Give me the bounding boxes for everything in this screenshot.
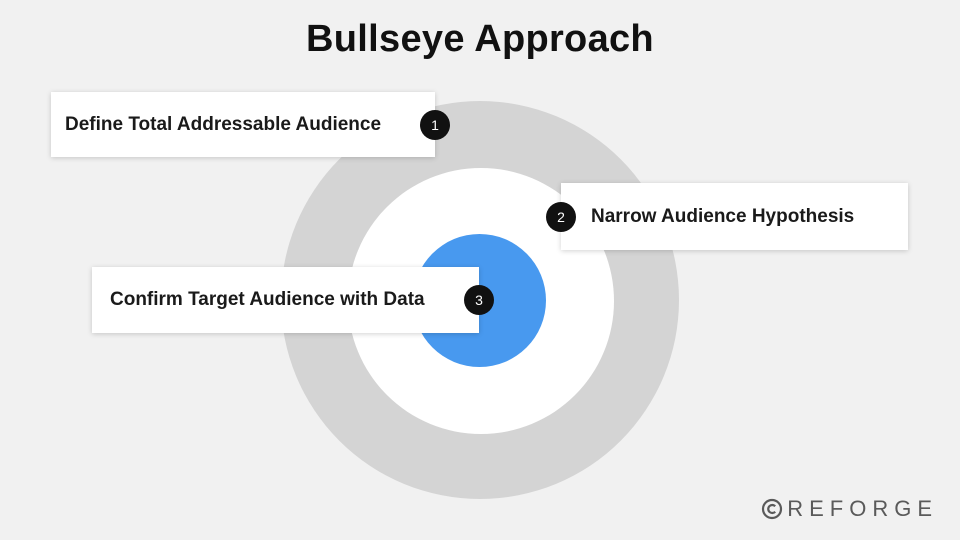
logo-text: REFORGE — [787, 496, 938, 521]
step-1-badge: 1 — [420, 110, 450, 140]
copyright-icon — [762, 498, 783, 520]
step-1-card: Define Total Addressable Audience — [51, 92, 435, 157]
step-2-card: Narrow Audience Hypothesis — [561, 183, 908, 250]
reforge-logo: REFORGE — [761, 496, 938, 522]
step-1-label: Define Total Addressable Audience — [65, 113, 382, 135]
step-3-badge: 3 — [464, 285, 494, 315]
diagram-title: Bullseye Approach — [306, 18, 654, 60]
step-3-label: Confirm Target Audience with Data — [110, 289, 425, 310]
step-3-card: Confirm Target Audience with Data — [92, 267, 479, 333]
step-2-label: Narrow Audience Hypothesis — [591, 205, 855, 227]
step-2-badge: 2 — [546, 202, 576, 232]
